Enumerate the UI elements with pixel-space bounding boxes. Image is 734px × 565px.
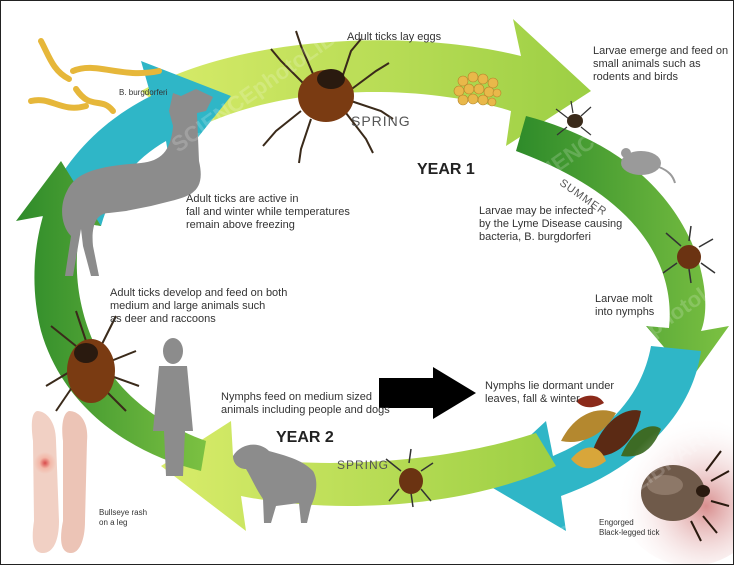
label-nymphs-feed: Nymphs feed on medium sized animals incl… (221, 391, 390, 417)
label-larvae-molt: Larvae molt into nymphs (595, 293, 654, 319)
label-eggs: Adult ticks lay eggs (347, 31, 441, 44)
label-adults-active: Adult ticks are active in fall and winte… (186, 193, 350, 232)
pointer-arrow (379, 367, 476, 419)
caption-rash: Bullseye rash on a leg (99, 508, 147, 528)
arrow-bottom-spring (161, 421, 556, 531)
label-adults-develop: Adult ticks develop and feed on both med… (110, 287, 287, 326)
label-nymphs-dormant: Nymphs lie dormant under leaves, fall & … (485, 380, 614, 406)
bacteria-icon (31, 41, 159, 111)
year-2-label: YEAR 2 (276, 429, 334, 447)
legs-rash-image (32, 411, 87, 553)
year-1-label: YEAR 1 (417, 161, 475, 179)
caption-bacteria: B. burgdorferi (119, 88, 167, 98)
season-spring-top: SPRING (351, 113, 411, 129)
caption-engorged: Engorged Black-legged tick (599, 518, 659, 538)
label-larvae-feed: Larvae emerge and feed on small animals … (593, 45, 728, 84)
season-spring-bottom: SPRING (337, 458, 389, 472)
